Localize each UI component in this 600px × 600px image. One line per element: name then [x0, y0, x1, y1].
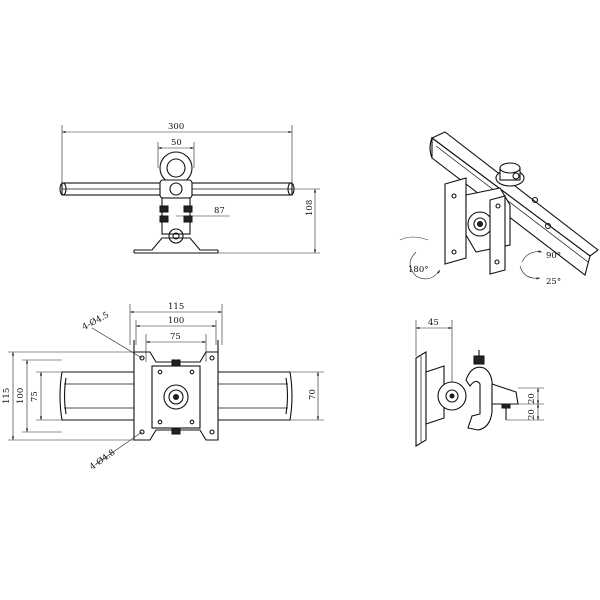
- holes-bottom-label: 4-Ø4.8: [87, 447, 117, 473]
- dim-20-bottom: 20: [527, 409, 537, 420]
- side-clamp: [465, 366, 493, 431]
- dim-70: 70: [308, 389, 318, 400]
- dim-115-top: 115: [168, 302, 184, 312]
- dim-75-left: 75: [30, 391, 40, 402]
- side-view: 45 20 20: [415, 318, 544, 447]
- angle-90: 90°: [546, 251, 561, 261]
- front-view: 300 50 87 108: [59, 122, 320, 254]
- dim-100-left: 100: [16, 388, 26, 404]
- tilt-down-arrow-icon: [519, 265, 541, 280]
- dim-45: 45: [428, 318, 439, 328]
- angle-180: 180°: [408, 265, 428, 275]
- dim-20-top: 20: [527, 393, 537, 404]
- dim-108: 108: [305, 200, 315, 216]
- iso-plate: [444, 177, 467, 265]
- front-base-plate: [134, 237, 218, 251]
- dim-100-top: 100: [168, 316, 184, 326]
- dim-50: 50: [171, 138, 182, 148]
- front-clamp-ring: [159, 151, 193, 185]
- holes-top-label: 4-Ø4.5: [80, 309, 111, 332]
- rotate-arrow-icon: [409, 251, 441, 280]
- dim-75-top: 75: [170, 332, 181, 342]
- iso-view: 180° 90° 25°: [399, 131, 599, 287]
- angle-25: 25°: [546, 277, 561, 287]
- plan-view: 115 100 75 4-Ø4.5 4-Ø4.8 115 100 75 70: [2, 302, 324, 472]
- dim-300: 300: [168, 122, 184, 132]
- dim-87: 87: [214, 206, 225, 216]
- tilt-up-arrow-icon: [521, 250, 543, 263]
- dim-115-left: 115: [2, 388, 12, 404]
